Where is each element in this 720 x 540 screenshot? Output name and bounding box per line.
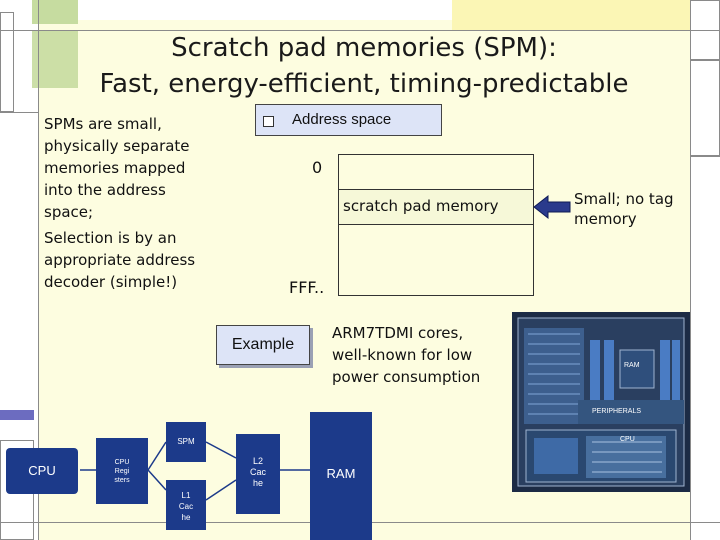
deco-blue-bar (0, 410, 34, 420)
example-box: Example (216, 325, 310, 365)
memory-end-label: FFF.. (289, 278, 325, 297)
registers-line: sters (114, 477, 130, 484)
example-description: ARM7TDMI cores, well-known for low power… (332, 322, 480, 388)
arm-die-photo: RAM PERIPHERALS CPU (512, 312, 690, 492)
address-space-label: Address space (292, 111, 392, 128)
deco-square (690, 60, 720, 156)
l1-line: Cac (178, 502, 194, 511)
l2-line: L2 (252, 456, 263, 466)
side-note: Small; no tag memory (574, 189, 674, 229)
deco-line (0, 30, 720, 31)
page-title: Scratch pad memories (SPM): Fast, energy… (38, 30, 690, 102)
l1-line: L1 (181, 491, 191, 500)
side-note-line: memory (574, 210, 637, 228)
hierarchy-connectors (80, 441, 310, 501)
l2-cache-block: L2 Cac he (236, 434, 280, 514)
scratch-pad-label: scratch pad memory (343, 197, 499, 215)
l2-line: Cac (249, 467, 266, 477)
example-line: power consumption (332, 368, 481, 386)
die-ram-label: RAM (624, 362, 640, 369)
title-line-1: Scratch pad memories (SPM): (171, 33, 557, 63)
deco-yellow-block (452, 0, 690, 30)
registers-line: Regi (114, 468, 130, 475)
die-graphic (512, 312, 690, 492)
side-note-line: Small; no tag (574, 190, 674, 208)
registers-line: CPU (114, 459, 130, 466)
text-line: decoder (simple!) (44, 273, 178, 291)
text-line: memories mapped (44, 159, 186, 177)
deco-square (0, 12, 14, 112)
bullet-square-icon (263, 116, 274, 127)
left-paragraph-1: SPMs are small, physically separate memo… (44, 113, 244, 223)
text-line: Selection is by an (44, 229, 177, 247)
memory-start-label: 0 (312, 158, 323, 177)
deco-line (0, 112, 38, 113)
example-line: well-known for low (332, 346, 473, 364)
ram-block: RAM (310, 412, 372, 540)
l2-line: he (252, 478, 263, 488)
cpu-block: CPU (6, 448, 78, 494)
text-line: physically separate (44, 137, 190, 155)
l1-line: he (181, 513, 191, 522)
example-line: ARM7TDMI cores, (332, 324, 464, 342)
deco-green-block (32, 30, 78, 88)
die-peripherals-label: PERIPHERALS (592, 408, 642, 415)
text-line: appropriate address (44, 251, 196, 269)
spm-block: SPM (166, 422, 206, 462)
address-space-box: Address space (255, 104, 442, 136)
deco-green-block (32, 0, 78, 24)
left-arrow-icon (533, 194, 571, 220)
deco-line (38, 0, 39, 540)
text-line: space; (44, 203, 94, 221)
l1-cache-block: L1 Cac he (166, 480, 206, 530)
text-line: into the address (44, 181, 166, 199)
die-cpu-label: CPU (620, 436, 635, 443)
cpu-registers-block: CPU Regi sters (96, 438, 148, 504)
deco-line (690, 156, 720, 157)
scratch-pad-region (339, 189, 533, 225)
text-line: SPMs are small, (44, 115, 162, 133)
left-paragraph-2: Selection is by an appropriate address d… (44, 227, 244, 293)
deco-line (690, 0, 691, 540)
title-line-2: Fast, energy-efficient, timing-predictab… (99, 69, 629, 99)
address-space-map (338, 154, 534, 296)
